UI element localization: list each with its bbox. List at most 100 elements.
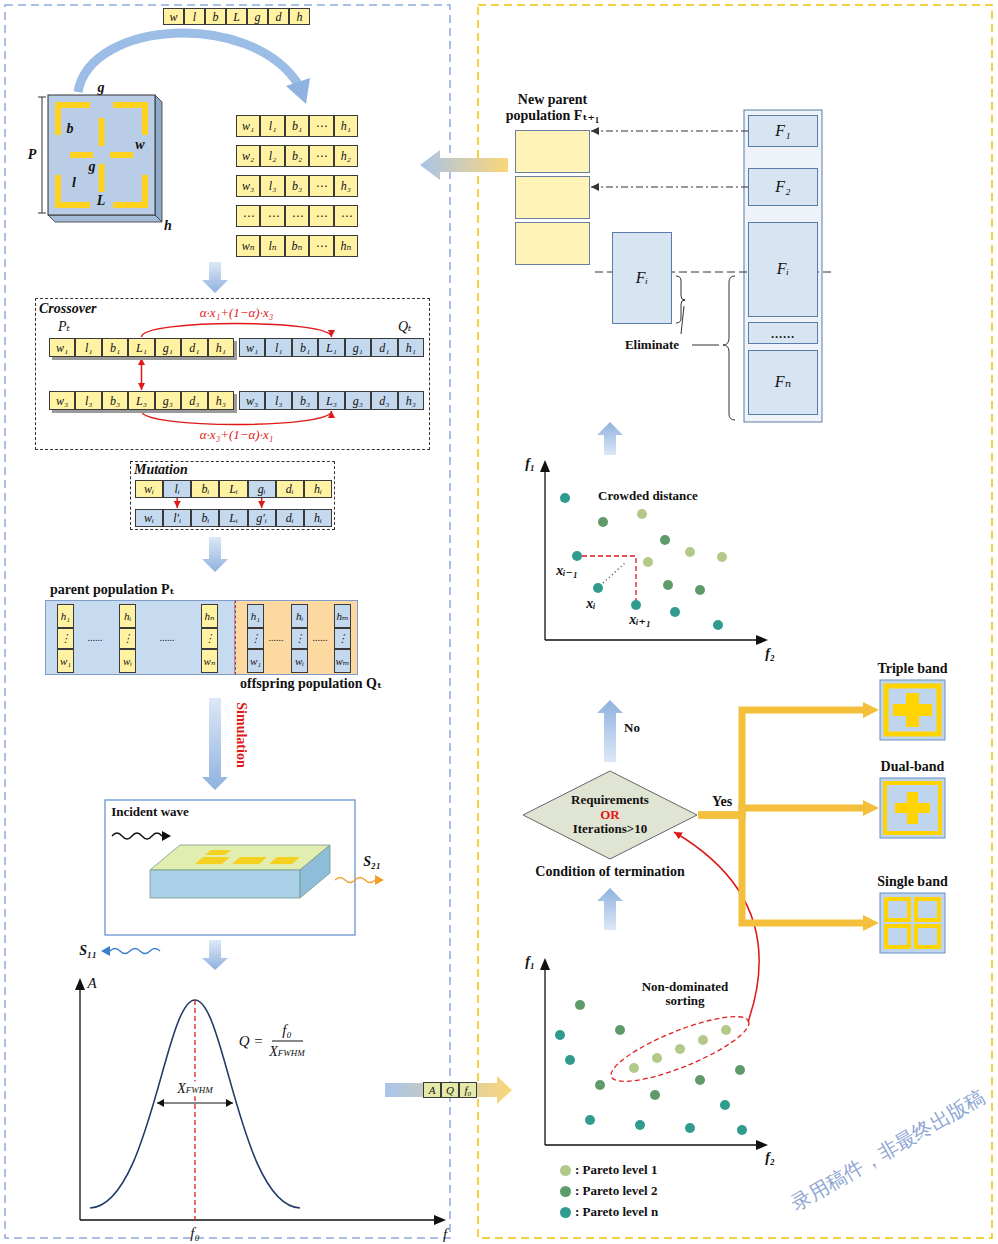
param-cell: L₃	[128, 391, 154, 410]
parent-chromosome: w₁l₁b₁L₁g₁d₁h₁	[49, 338, 234, 357]
front-box: F₁	[748, 115, 818, 147]
param-cell: A	[423, 1082, 441, 1098]
band-icons	[880, 680, 945, 953]
legend-text: : Pareto level n	[575, 1205, 658, 1220]
param-cell: ⋯	[236, 205, 260, 227]
figure-label: Simulation	[233, 702, 248, 767]
pareto-plot-part	[540, 958, 550, 970]
child-chromosome: w₁l₁b₁L₁g₁d₁h₁	[239, 338, 424, 357]
param-cell: g′ᵢ	[248, 509, 276, 527]
param-cell: ⋮	[247, 628, 264, 649]
figure-label: XFWHM	[176, 1081, 214, 1096]
offspring-population: offspring population Qₜh₁⋮w₁hᵢ⋮wᵢhₘ⋮wₘ	[235, 600, 358, 675]
front-stack	[595, 110, 832, 422]
param-cell: b₁	[292, 338, 318, 357]
figure-label: f	[443, 1226, 447, 1243]
data-point	[593, 583, 603, 593]
param-cell: w₁	[57, 649, 74, 673]
population-row: w₁l₁b₁⋯h₁	[236, 115, 358, 137]
individual-column: h₁⋮w₁	[57, 604, 74, 673]
param-cell: ⋮	[291, 628, 308, 649]
front-box: F₂	[748, 168, 818, 206]
chromosome-row: wᵢlᵢbᵢLᵢgᵢdᵢhᵢ	[135, 480, 332, 498]
param-cell: hᵢ	[304, 509, 332, 527]
connector	[698, 815, 863, 923]
figure-label: Non-dominated sorting	[629, 980, 741, 1009]
population-slot	[515, 176, 590, 219]
param-cell: L₁	[128, 338, 154, 357]
param-cell: ⋮	[57, 628, 74, 649]
param-cell: wₙ	[236, 235, 260, 257]
data-point	[675, 1044, 685, 1054]
decision-diamond: RequirementsORIterations>10Condition of …	[522, 770, 698, 860]
front-box: Fᵢ	[612, 232, 672, 324]
param-cell: w₁	[247, 649, 264, 673]
figure-label: S₁₁	[79, 943, 97, 958]
data-point	[652, 1053, 662, 1063]
param-cell: w₁	[239, 338, 265, 357]
param-cell: g₁	[155, 338, 181, 357]
param-cell: lᵢ	[163, 480, 191, 498]
panel-frame-part	[5, 5, 450, 1238]
param-cell: h₃	[398, 391, 424, 410]
legend-row: : Pareto level 1	[560, 1163, 657, 1178]
front-label: F₂	[775, 178, 790, 196]
data-point	[670, 607, 680, 617]
param-cell: l₃	[260, 175, 284, 197]
data-point	[575, 1000, 585, 1010]
data-point	[572, 551, 582, 561]
param-cell: L₃	[318, 391, 344, 410]
resonance-plot-part	[157, 1103, 233, 1104]
data-point	[685, 547, 695, 557]
box-heading: Crossover	[39, 301, 97, 317]
front-label: ......	[771, 324, 795, 342]
simulation-figure-part	[110, 949, 160, 954]
figure-label: Incident wave	[111, 805, 189, 819]
data-point	[698, 1035, 708, 1045]
band-structure: Single band	[880, 893, 945, 953]
connector	[141, 358, 143, 390]
figure-label: f₀	[190, 1225, 199, 1242]
simulation-figure-part	[101, 946, 110, 956]
front-label: F₁	[775, 122, 790, 140]
individual-column: hₘ⋮wₘ	[334, 604, 351, 673]
figure-label: xᵢ₋₁	[556, 563, 578, 578]
param-cell: w₃	[236, 175, 260, 197]
param-cell: d₃	[181, 391, 207, 410]
data-point	[629, 1063, 639, 1073]
param-cell: ⋯	[309, 205, 333, 227]
figure-label: ......	[88, 632, 103, 643]
param-cell: b	[205, 8, 226, 25]
pareto-plot-part	[756, 1140, 768, 1150]
population-heading: parent population Pₜ	[50, 582, 175, 598]
pareto-plot-part	[540, 460, 550, 472]
figure-label: f₁	[525, 456, 535, 471]
simulation-figure-part	[375, 875, 384, 885]
param-cell: ⋯	[309, 175, 333, 197]
connector-label: α·x₁+(1−α)·x₃	[198, 306, 275, 320]
data-point	[615, 1025, 625, 1035]
param-cell: lₙ	[260, 235, 284, 257]
data-point	[685, 1123, 695, 1133]
connector	[591, 130, 748, 131]
data-point	[717, 552, 727, 562]
band-icons-part	[886, 899, 909, 920]
data-point	[555, 1030, 565, 1040]
simulation-figure-part	[232, 857, 267, 864]
param-cell: L₁	[318, 338, 344, 357]
data-point	[720, 1100, 730, 1110]
figure-label: b	[67, 121, 74, 136]
param-cell: bᵢ	[191, 480, 219, 498]
param-cell: l₂	[260, 145, 284, 167]
front-stack-part	[723, 276, 735, 420]
flow-arrow-part	[385, 1076, 512, 1104]
connector-label: Yes	[710, 794, 734, 809]
legend-text: : Pareto level 1	[575, 1163, 657, 1178]
param-cell: d	[268, 8, 289, 25]
param-cell: wₙ	[201, 649, 218, 673]
watermark: 录用稿件，非最终出版稿	[787, 1085, 989, 1214]
param-cell: ⋮	[201, 628, 218, 649]
population-tag: Qₜ	[398, 319, 412, 335]
flow-arrow-part	[286, 78, 310, 104]
